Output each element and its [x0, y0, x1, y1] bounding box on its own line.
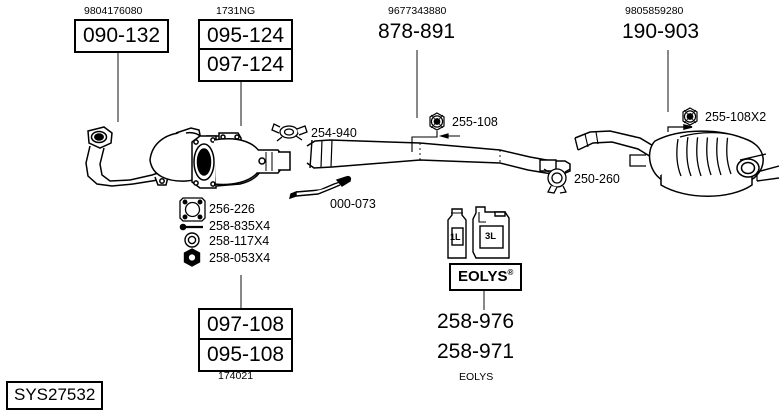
caption-174021: 174021	[218, 370, 254, 382]
part-number-095-108[interactable]: 095-108	[198, 338, 294, 372]
oem-code-190-903: 9805859280	[625, 5, 684, 17]
hardware-label-255-108X2: 255-108X2	[705, 110, 767, 124]
washer-icon	[184, 232, 200, 248]
flange-gasket-icon	[179, 197, 206, 222]
hardware-label-258-117X4: 258-117X4	[209, 234, 270, 248]
pipe-clamp-icon	[271, 123, 308, 142]
part-number-190-903[interactable]: 190-903	[622, 20, 700, 43]
eolys-registered-mark: ®	[507, 268, 514, 277]
stud-bolt-icon	[179, 223, 203, 231]
centre-pipe-art	[306, 139, 571, 175]
bottle-small-capacity: 1L	[450, 232, 461, 242]
oxygen-sensor-art	[289, 175, 352, 200]
eolys-brand-text: EOLYS	[458, 268, 508, 285]
hardware-label-258-053X4: 258-053X4	[209, 251, 271, 265]
eolys-bottles-art	[447, 206, 510, 259]
hex-nut-icon	[183, 248, 201, 267]
hardware-label-256-226: 256-226	[209, 202, 255, 216]
part-number-258-971[interactable]: 258-971	[437, 340, 515, 363]
hex-bolt-icon-centre	[411, 112, 460, 152]
part-number-097-124[interactable]: 097-124	[198, 48, 294, 82]
eolys-brand-box: EOLYS®	[449, 263, 523, 291]
hex-bolt-icon-rear	[682, 107, 698, 126]
dpf-catalyst-art	[191, 135, 291, 189]
hardware-label-254-940: 254-940	[311, 126, 357, 140]
hardware-label-250-260: 250-260	[574, 172, 620, 186]
oem-code-878-891: 9677343880	[388, 5, 447, 17]
caption-eolys: EOLYS	[459, 371, 494, 383]
oem-code-090-132: 9804176080	[84, 5, 143, 17]
sheet-code-badge: SYS27532	[6, 381, 104, 410]
part-number-258-976[interactable]: 258-976	[437, 310, 515, 333]
part-number-878-891[interactable]: 878-891	[378, 20, 456, 43]
hardware-label-255-108: 255-108	[452, 115, 498, 129]
hardware-label-000-073: 000-073	[330, 197, 376, 211]
part-number-097-108[interactable]: 097-108	[198, 308, 294, 342]
ring-clamp-icon	[543, 168, 571, 194]
bottle-large-capacity: 3L	[485, 231, 497, 242]
part-number-090-132[interactable]: 090-132	[74, 19, 170, 53]
hardware-label-258-835X4: 258-835X4	[209, 219, 271, 233]
oem-code-095-124: 1731NG	[216, 5, 256, 17]
rear-silencer-art	[629, 124, 779, 197]
